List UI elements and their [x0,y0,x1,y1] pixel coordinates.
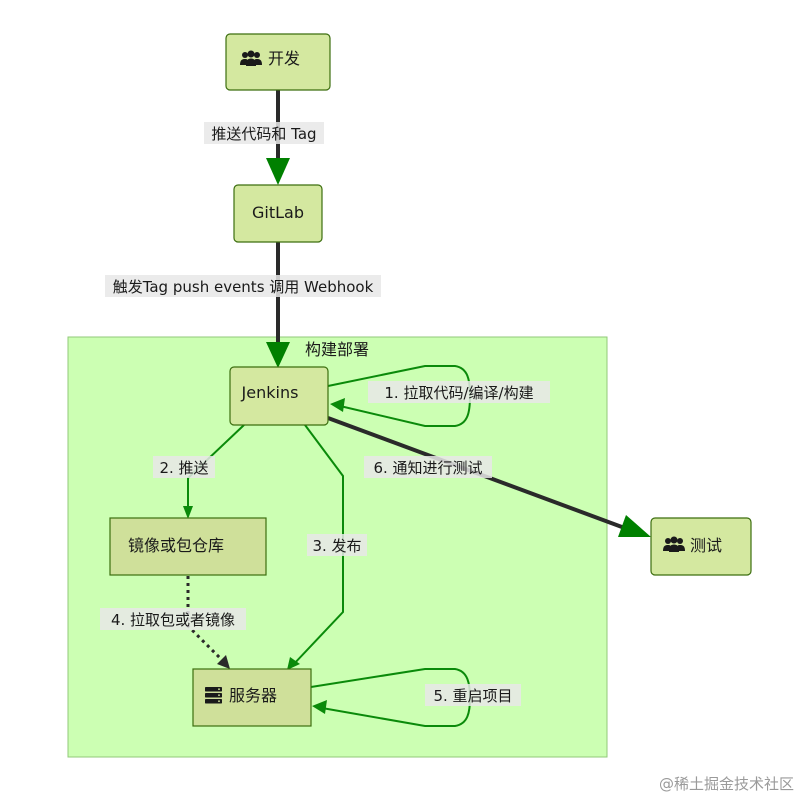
node-repo[interactable]: 镜像或包仓库 [109,517,267,576]
edge-label-pull: 4. 拉取包或者镜像 [100,608,246,630]
users-icon [240,50,262,66]
edge-gitlab-jenkins [266,242,290,368]
node-gitlab[interactable]: GitLab [233,184,323,243]
svg-text:触发Tag push events 调用 Webhook: 触发Tag push events 调用 Webhook [113,278,374,296]
edge-label-push: 2. 推送 [153,456,215,478]
node-gitlab-label: GitLab [252,203,304,222]
edge-label-build: 1. 拉取代码/编译/构建 [368,381,550,403]
svg-text:6. 通知进行测试: 6. 通知进行测试 [373,459,482,477]
edge-label-publish: 3. 发布 [307,534,367,556]
svg-text:3. 发布: 3. 发布 [312,537,361,555]
node-dev[interactable]: 开发 [225,33,331,91]
edge-label-notify: 6. 通知进行测试 [364,456,492,478]
users-icon [663,536,685,552]
node-server-label: 服务器 [229,686,277,705]
node-server[interactable]: 服务器 [192,668,312,727]
svg-text:5. 重启项目: 5. 重启项目 [433,687,512,705]
node-repo-label: 镜像或包仓库 [128,536,224,555]
cluster-label: 构建部署 [305,340,369,359]
node-test-label: 测试 [690,536,722,555]
svg-text:2. 推送: 2. 推送 [159,459,208,477]
svg-text:推送代码和 Tag: 推送代码和 Tag [211,125,316,143]
edge-label-restart: 5. 重启项目 [425,684,521,706]
node-jenkins-label: Jenkins [241,383,299,402]
server-icon [205,687,222,704]
edge-label-webhook: 触发Tag push events 调用 Webhook [105,275,381,297]
node-test[interactable]: 测试 [650,517,752,576]
edge-label-push-code: 推送代码和 Tag [204,122,324,144]
svg-text:4. 拉取包或者镜像: 4. 拉取包或者镜像 [111,611,235,629]
node-jenkins[interactable]: Jenkins [229,366,329,426]
node-dev-label: 开发 [268,49,300,68]
svg-text:1. 拉取代码/编译/构建: 1. 拉取代码/编译/构建 [384,384,533,402]
watermark: @稀土掘金技术社区 [659,775,794,793]
